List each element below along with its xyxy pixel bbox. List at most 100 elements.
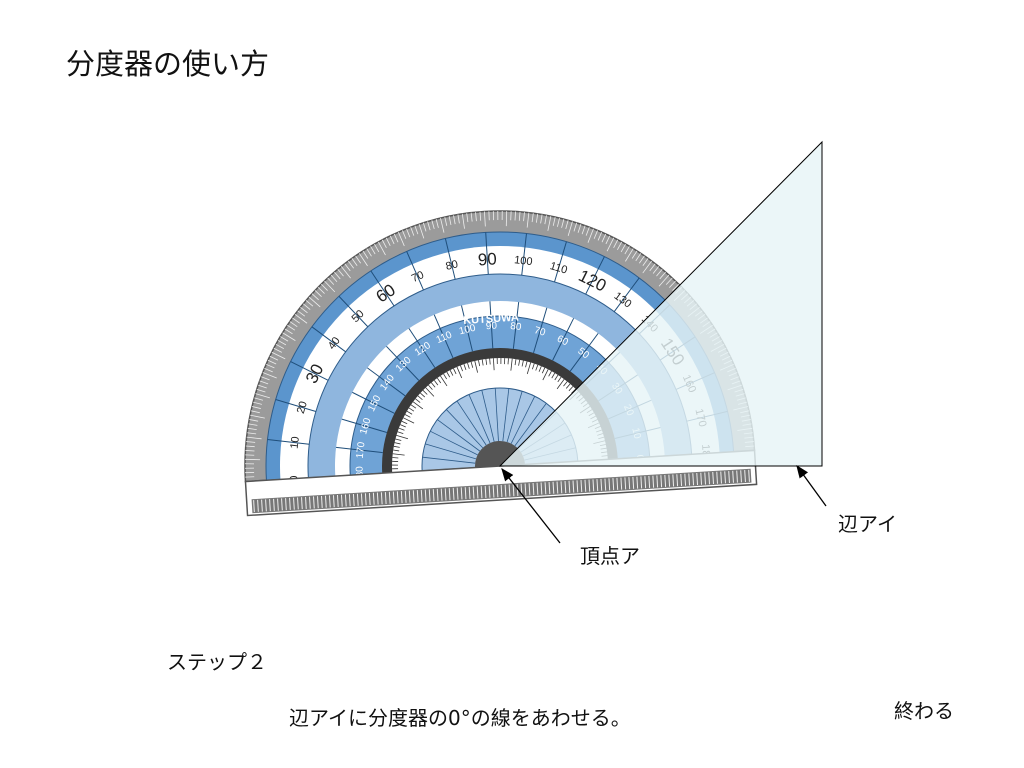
inner-tick (470, 361, 474, 368)
rim-tick (501, 211, 503, 221)
ruler-tick (253, 500, 255, 513)
inner-tick (571, 388, 576, 394)
inner-tick (393, 449, 400, 452)
rim-tick (514, 211, 516, 221)
inner-tick (420, 392, 426, 398)
ruler-tick (408, 490, 411, 503)
ruler-tick (632, 476, 635, 489)
rim-tick (247, 432, 257, 435)
outer-scale-label: 10 (289, 436, 302, 450)
rim-tick (245, 458, 261, 461)
inner-tick (565, 383, 571, 389)
rim-tick (625, 248, 634, 262)
inner-tick (541, 367, 546, 374)
inner-tick (478, 360, 481, 367)
ruler-tick (364, 493, 367, 506)
rim-tick (282, 332, 296, 341)
rim-tick (606, 237, 615, 252)
ruler-tick (257, 499, 259, 512)
rim-tick (639, 255, 645, 264)
ruler-tick (688, 473, 691, 486)
ruler-tick (704, 472, 707, 485)
ruler-tick (317, 496, 319, 509)
ruler-tick-marks (253, 469, 750, 513)
ruler-tick (440, 488, 443, 501)
rim-tick (510, 211, 512, 221)
inner-tick (392, 460, 399, 462)
ruler-tick (412, 490, 415, 503)
inner-tick (428, 384, 433, 390)
rim-tick (393, 233, 399, 243)
ruler-tick (488, 485, 491, 498)
rim-tick (245, 463, 255, 465)
ruler-tick (732, 470, 734, 483)
rim-tick (327, 277, 335, 285)
ruler-tick (572, 480, 575, 493)
ruler-tick (628, 477, 631, 490)
ruler-tick (261, 499, 263, 512)
ruler-tick (748, 469, 750, 482)
inner-tick (398, 427, 405, 431)
ruler-tick (484, 485, 487, 498)
inner-tick (392, 464, 399, 466)
rim-tick (308, 296, 321, 308)
ruler-tick (428, 489, 431, 502)
rim-tick (531, 213, 534, 223)
rim-tick (605, 235, 611, 245)
inner-tick (489, 358, 491, 365)
rim-tick (577, 224, 582, 233)
ring-divider (569, 333, 599, 372)
rim-tick (656, 268, 663, 277)
ruler-tick (708, 472, 711, 485)
ruler-tick (448, 488, 451, 501)
ruler-tick (348, 494, 351, 507)
ring-divider (336, 446, 383, 454)
inner-tick (393, 445, 400, 448)
ruler-tick (508, 484, 511, 497)
rim-tick (249, 419, 259, 422)
inner-tick (401, 420, 408, 425)
inner-scale-label: 160 (358, 416, 373, 436)
ruler-tick (444, 488, 447, 501)
rim-tick (435, 219, 439, 228)
ruler-tick (384, 492, 387, 505)
band-divider (554, 241, 567, 283)
inner-scale-label: 170 (355, 441, 368, 459)
ruler-tick (281, 498, 283, 511)
ruler-tick (652, 475, 655, 488)
rim-tick (593, 230, 598, 239)
ruler-tick (313, 496, 315, 509)
band-divider (444, 238, 456, 280)
inner-tick (531, 363, 535, 370)
outer-scale-label: 100 (514, 254, 534, 268)
ruler-tick (684, 473, 687, 486)
band-divider (267, 439, 310, 445)
inner-scale-label: 60 (555, 333, 570, 348)
inner-tick (440, 375, 448, 387)
band-divider (275, 399, 317, 412)
ring-divider (433, 314, 454, 358)
ring-divider (460, 305, 473, 352)
ruler-tick (604, 478, 607, 491)
rim-tick (320, 283, 328, 291)
rim-tick (561, 219, 565, 228)
ring-divider (408, 328, 436, 368)
rim-tick (245, 472, 255, 474)
rim-tick (302, 303, 311, 310)
inner-tick (392, 453, 405, 456)
band-divider (485, 232, 489, 275)
ruler-tick (289, 497, 291, 510)
inner-tick (474, 360, 478, 373)
ruler-tick (297, 497, 299, 510)
ruler-tick (352, 493, 355, 507)
inner-tick (394, 442, 401, 445)
center-ray (468, 394, 491, 444)
band-divider (338, 295, 369, 328)
inner-tick (453, 368, 457, 375)
rim-tick (261, 376, 270, 381)
end-button[interactable]: 終わる (894, 699, 954, 723)
inner-tick (425, 387, 435, 397)
inner-tick (430, 382, 436, 388)
rim-tick (374, 243, 380, 253)
